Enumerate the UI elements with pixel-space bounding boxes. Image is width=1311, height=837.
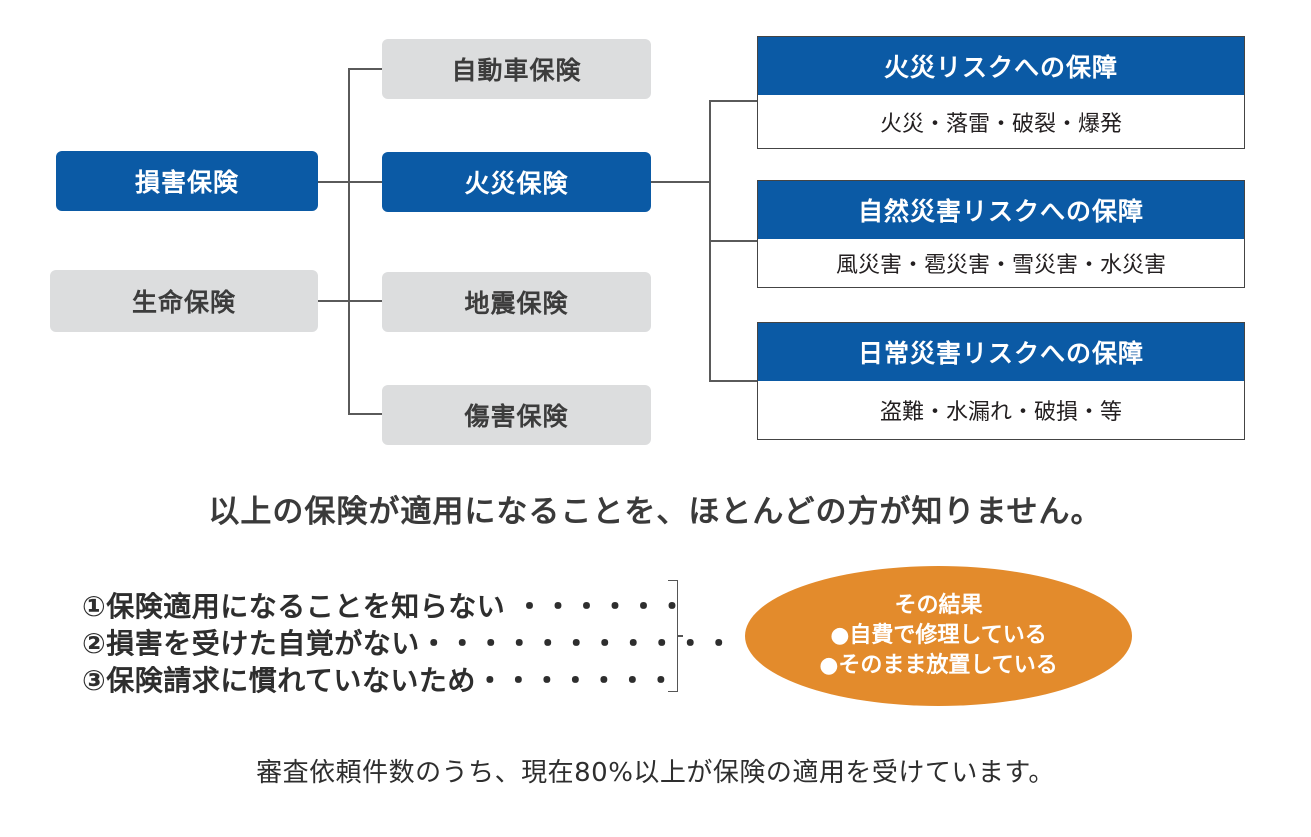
reasons-bracket-tick	[677, 635, 683, 637]
coverage-fire-risk: 火災リスクへの保障 火災・落雷・破裂・爆発	[757, 36, 1245, 149]
type-auto-insurance: 自動車保険	[382, 39, 651, 99]
connector-auto	[348, 68, 382, 70]
headline: 以上の保険が適用になることを、ほとんどの方が知りません。	[208, 494, 1103, 530]
result-title: その結果	[894, 593, 983, 618]
result-item-self-repair: ●自費で修理している	[830, 623, 1047, 648]
reason-3: ③保険請求に慣れていないため・・・・・・・	[82, 664, 676, 697]
type-earthquake-insurance: 地震保険	[382, 272, 651, 332]
coverage-title: 火災リスクへの保障	[758, 37, 1244, 95]
type-fire-insurance: 火災保険	[382, 152, 651, 212]
connector-trunk	[348, 68, 350, 415]
connector-fire-out	[651, 181, 711, 183]
connector-injury	[348, 413, 382, 415]
coverage-natural-disaster-risk: 自然災害リスクへの保障 風災害・雹災害・雪災害・水災害	[757, 180, 1245, 288]
coverage-detail: 火災・落雷・破裂・爆発	[879, 111, 1122, 137]
type-injury-insurance: 傷害保険	[382, 385, 651, 445]
coverage-title: 自然災害リスクへの保障	[758, 181, 1244, 239]
reason-1: ①保険適用になることを知らない ・・・・・・	[82, 590, 687, 623]
connector-life	[318, 300, 382, 302]
coverage-detail: 風災害・雹災害・雪災害・水災害	[835, 253, 1166, 278]
connector-coverage-2	[709, 240, 757, 242]
result-oval: その結果 ●自費で修理している ●そのまま放置している	[745, 566, 1132, 706]
coverage-daily-accident-risk: 日常災害リスクへの保障 盗難・水漏れ・破損・等	[757, 322, 1245, 440]
reason-2: ②損害を受けた自覚がない・・・・・・・・・・・	[82, 627, 734, 660]
coverage-title: 日常災害リスクへの保障	[758, 323, 1244, 381]
result-item-left-unrepaired: ●そのまま放置している	[819, 653, 1058, 678]
connector-category	[318, 181, 382, 183]
category-non-life-insurance: 損害保険	[56, 151, 318, 211]
connector-coverage-1	[709, 100, 757, 102]
connector-coverage-3	[709, 380, 757, 382]
footer-statement: 審査依頼件数のうち、現在80%以上が保険の適用を受けています。	[256, 758, 1055, 788]
coverage-detail: 盗難・水漏れ・破損・等	[879, 400, 1122, 425]
category-life-insurance: 生命保険	[50, 270, 318, 332]
